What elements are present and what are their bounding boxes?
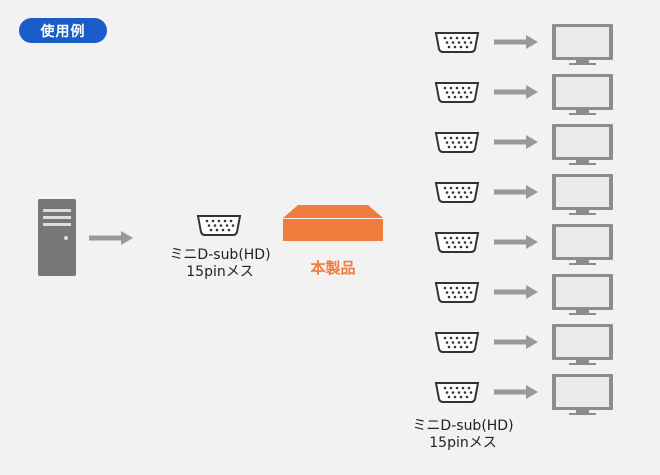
monitor-icon xyxy=(552,274,613,315)
output-row xyxy=(435,274,613,315)
vga-connector-icon xyxy=(435,232,479,253)
pc-tower-icon xyxy=(38,199,76,276)
output-connector-label-line2: 15pinメス xyxy=(429,435,497,451)
usage-example-badge: 使用例 xyxy=(19,18,107,43)
output-connector-label-line1: ミニD-sub(HD) xyxy=(412,418,514,434)
output-row xyxy=(435,174,613,215)
splitter-box-icon xyxy=(283,205,383,241)
monitor-icon xyxy=(552,24,613,65)
monitor-icon xyxy=(552,374,613,415)
output-row xyxy=(435,224,613,265)
product-label: 本製品 xyxy=(310,259,356,277)
vga-connector-icon xyxy=(435,32,479,53)
output-row-group xyxy=(435,24,613,415)
arrow-right-icon xyxy=(494,85,538,99)
output-row xyxy=(435,124,613,165)
output-row xyxy=(435,374,613,415)
monitor-icon xyxy=(552,124,613,165)
vga-connector-icon xyxy=(435,332,479,353)
arrow-right-icon xyxy=(494,35,538,49)
source-connector-label-line1: ミニD-sub(HD) xyxy=(169,247,271,263)
arrow-right-icon xyxy=(494,285,538,299)
arrow-right-icon xyxy=(494,135,538,149)
output-row xyxy=(435,24,613,65)
monitor-icon xyxy=(552,74,613,115)
vga-connector-icon xyxy=(435,282,479,303)
monitor-icon xyxy=(552,324,613,365)
output-row xyxy=(435,324,613,365)
monitor-icon xyxy=(552,174,613,215)
arrow-right-icon xyxy=(494,185,538,199)
vga-connector-icon xyxy=(435,182,479,203)
monitor-icon xyxy=(552,224,613,265)
arrow-right-icon xyxy=(89,231,133,245)
vga-connector-icon xyxy=(435,82,479,103)
arrow-right-icon xyxy=(494,335,538,349)
vga-connector-icon xyxy=(197,215,241,236)
arrow-right-icon xyxy=(494,235,538,249)
source-connector-label: ミニD-sub(HD) 15pinメス xyxy=(150,247,290,281)
arrow-right-icon xyxy=(494,385,538,399)
output-connector-label: ミニD-sub(HD) 15pinメス xyxy=(393,418,533,452)
vga-connector-icon xyxy=(435,382,479,403)
vga-connector-icon xyxy=(435,132,479,153)
source-connector-label-line2: 15pinメス xyxy=(186,264,254,280)
output-row xyxy=(435,74,613,115)
